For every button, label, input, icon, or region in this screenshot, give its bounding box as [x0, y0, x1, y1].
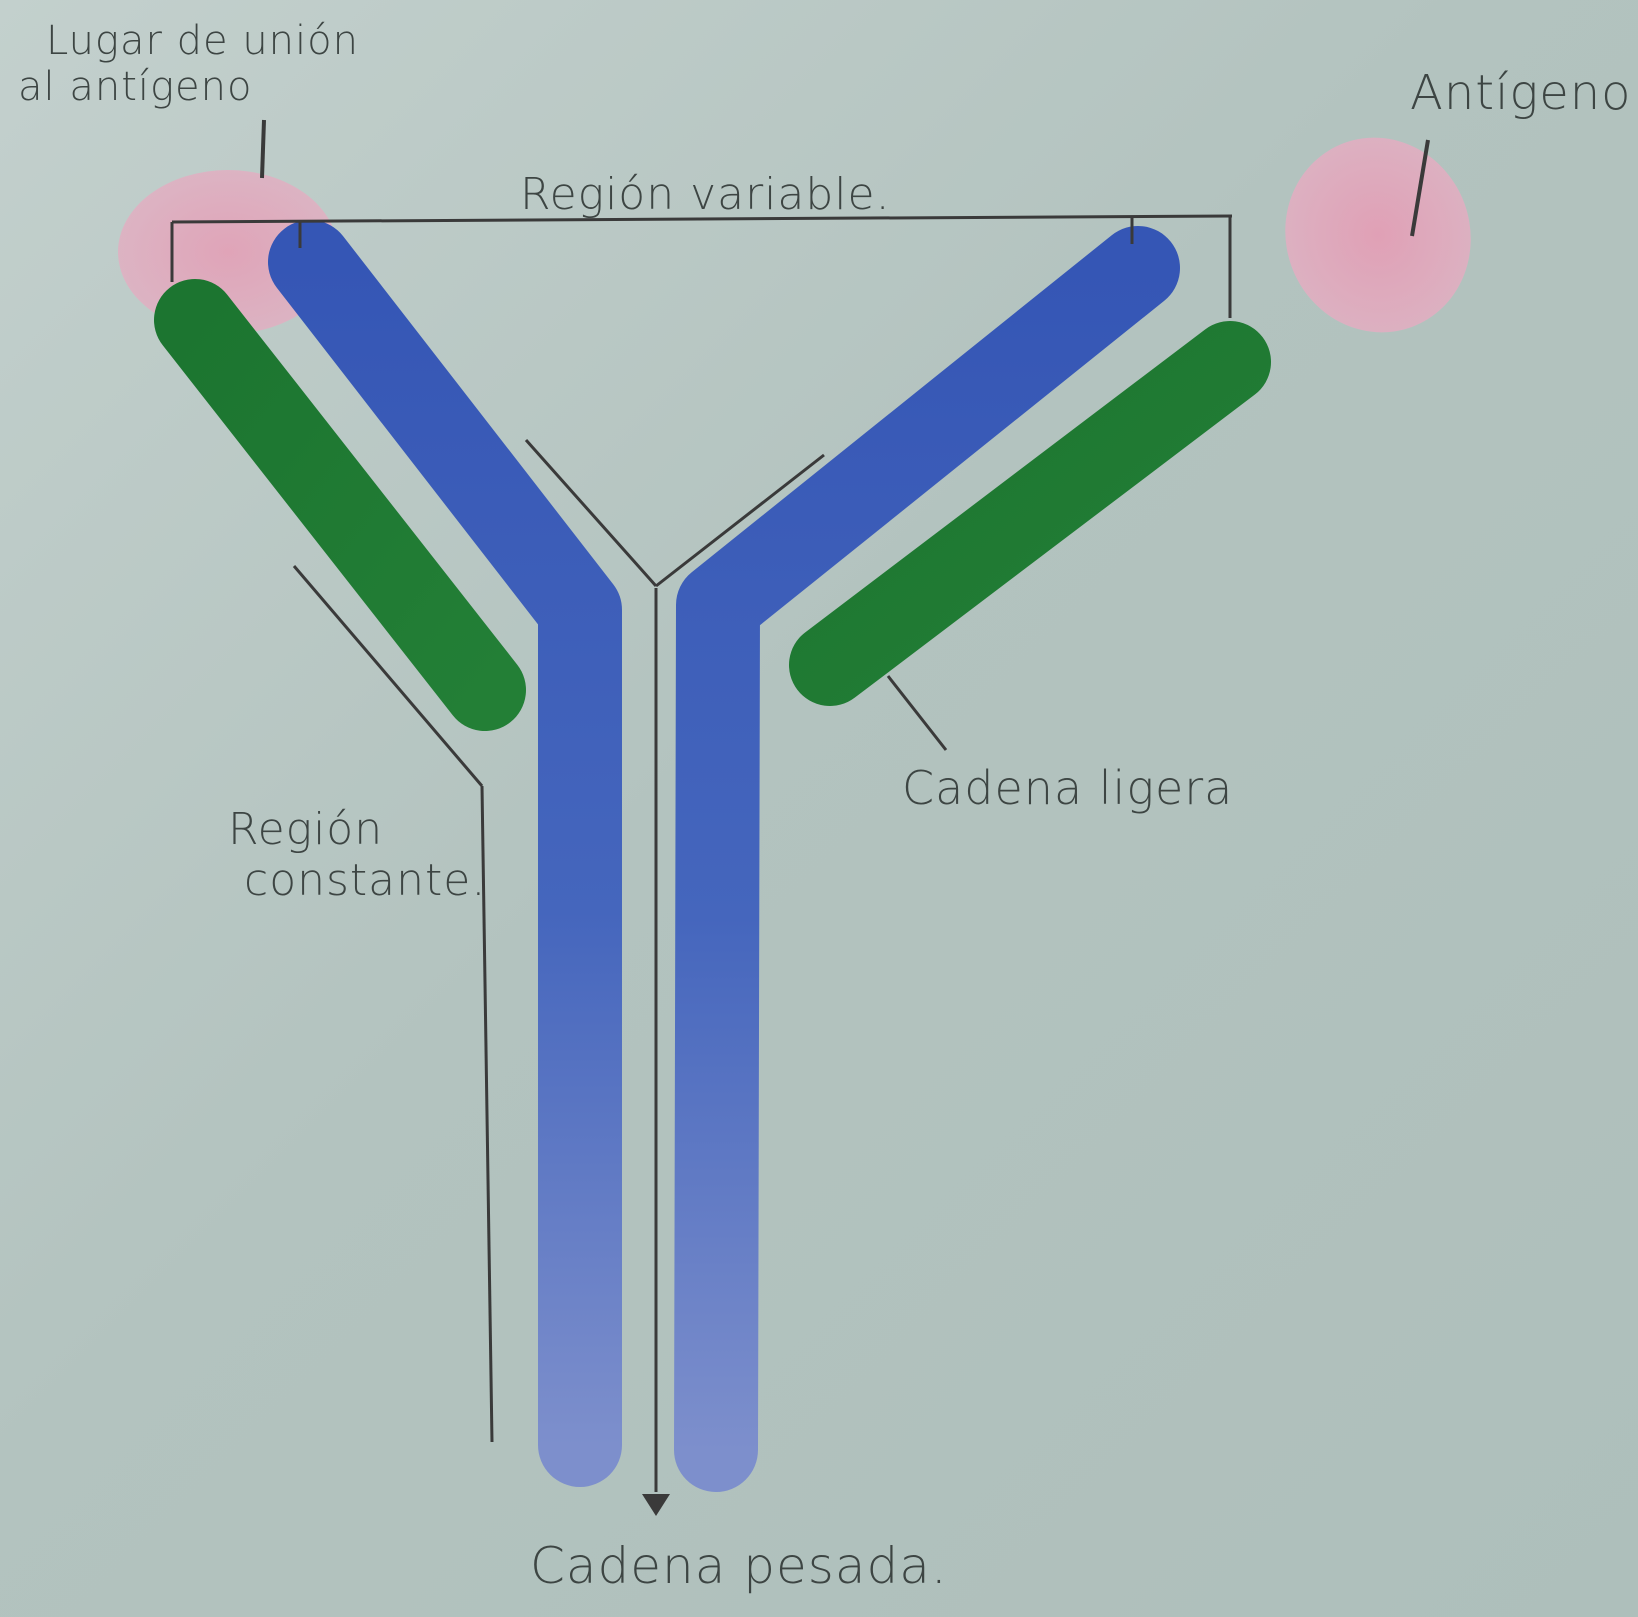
- binding-site-label: Lugar de unión al antígeno: [18, 18, 359, 110]
- heavy-chain-arrow: [642, 588, 670, 1516]
- heavy-chain-label: Cadena pesada.: [530, 1538, 948, 1596]
- constant-region-label-line-2: constante.: [228, 856, 486, 907]
- light-chain-pointer: [888, 676, 946, 750]
- constant-region-label-line-1: Región: [228, 805, 486, 856]
- light-chain-label: Cadena ligera: [902, 762, 1233, 815]
- antigen-free-right: [1258, 111, 1498, 358]
- antigen-label: Antígeno: [1410, 66, 1632, 121]
- constant-region-label: Región constante.: [228, 805, 486, 906]
- variable-region-label: Región variable.: [520, 170, 891, 221]
- binding-site-pointer: [262, 120, 264, 178]
- binding-site-label-line-2: al antígeno: [18, 64, 359, 110]
- binding-site-label-line-1: Lugar de unión: [18, 18, 359, 64]
